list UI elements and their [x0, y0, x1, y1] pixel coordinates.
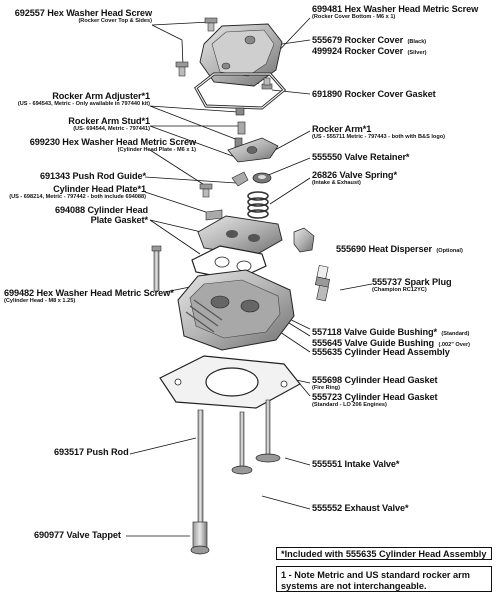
label-spark-plug: 555737 Spark Plug (Champion RC12YC) [372, 277, 452, 294]
label-cylinder-head-plate-gasket: 694088 Cylinder Head Plate Gasket* [55, 205, 149, 226]
label-main: 555698 Cylinder Head Gasket [312, 375, 438, 385]
label-cylinder-head-gasket-std: 555723 Cylinder Head Gasket (Standard - … [312, 392, 438, 409]
rocker-arm-small-part [231, 171, 249, 187]
rocker-cover-part [199, 23, 283, 87]
label-sub: (Standard - LO 206 Engines) [312, 402, 387, 409]
label-main: 557118 Valve Guide Bushing* [312, 327, 437, 337]
label-main: 555737 Spark Plug [372, 277, 452, 287]
label-main: 555645 Valve Guide Bushing [312, 338, 434, 348]
label-main: 699481 Hex Washer Head Metric Screw [312, 4, 479, 14]
label-main: 555635 Cylinder Head Assembly [312, 347, 450, 357]
label-main: Cylinder Head Plate*1 [53, 184, 146, 194]
label-sub: (Cylinder Head Plate - M6 x 1) [117, 147, 196, 154]
label-sub: (Standard) [441, 331, 470, 337]
rocker-cover-gasket-part [194, 72, 287, 110]
intake-valve-part [255, 399, 281, 463]
spark-plug-part [314, 264, 331, 302]
label-hex-screw-699481: 699481 Hex Washer Head Metric Screw (Roc… [312, 4, 479, 21]
label-exhaust-valve: 555552 Exhaust Valve* [312, 503, 409, 513]
label-push-rod: 693517 Push Rod [54, 447, 129, 457]
label-sub: (Rocker Cover Bottom - M6 x 1) [312, 14, 396, 21]
label-cylinder-head-assembly: 555635 Cylinder Head Assembly [312, 347, 450, 357]
label-sub: (US - 698214, Metric - 797442 - both inc… [9, 194, 146, 201]
label-main: 690977 Valve Tappet [34, 530, 121, 540]
label-sub: (Optional) [436, 248, 463, 254]
label-main: 555723 Cylinder Head Gasket [312, 392, 438, 402]
label-sub: (Rocker Cover Top & Sides) [78, 18, 152, 25]
push-rod-guide-part [205, 209, 223, 221]
label-heat-disperser: 555690 Heat Disperser (Optional) [336, 240, 463, 256]
label-sub: (US - 555711 Metric - 797443 - both with… [312, 134, 446, 141]
label-sub: (Black) [407, 39, 427, 45]
label-hex-screw-699230: 699230 Hex Washer Head Metric Screw (Cyl… [29, 137, 196, 154]
screw-699481-part [261, 77, 273, 90]
label-rocker-arm: Rocker Arm*1 (US - 555711 Metric - 79744… [312, 124, 446, 141]
label-sub: (Intake & Exhaust) [312, 180, 361, 187]
label-rocker-cover-gasket: 691890 Rocker Cover Gasket [312, 89, 436, 99]
label-main: Plate Gasket* [90, 215, 149, 226]
heat-disperser-part [293, 227, 315, 253]
label-main: 691890 Rocker Cover Gasket [312, 89, 436, 99]
label-main: 499924 Rocker Cover [312, 46, 404, 56]
screw-692557-part [175, 17, 218, 77]
label-valve-guide-bushing-std: 557118 Valve Guide Bushing* (Standard) [312, 323, 469, 339]
label-main: 555690 Heat Disperser [336, 244, 432, 254]
label-sub: (Champion RC12YC) [372, 287, 427, 294]
note-included: *Included with 555635 Cylinder Head Asse… [276, 547, 492, 560]
label-rocker-arm-adjuster: Rocker Arm Adjuster*1 (US - 694543, Metr… [17, 91, 150, 108]
label-valve-tappet: 690977 Valve Tappet [34, 530, 121, 540]
label-sub: (Silver) [407, 50, 427, 56]
rocker-arm-part [227, 137, 279, 163]
label-valve-spring: 26826 Valve Spring* (Intake & Exhaust) [312, 170, 397, 187]
label-cylinder-head-gasket-fire: 555698 Cylinder Head Gasket (Fire Ring) [312, 375, 438, 392]
rocker-adjuster-stud-parts [234, 107, 246, 149]
label-sub: (.002" Over) [438, 342, 471, 348]
label-main: 692557 Hex Washer Head Screw [14, 8, 152, 18]
label-valve-retainer: 555550 Valve Retainer* [312, 152, 410, 162]
cylinder-head-assembly-part [177, 269, 295, 351]
screw-699482-part [151, 245, 162, 292]
label-main: Rocker Arm Adjuster*1 [52, 91, 150, 101]
label-main: 699230 Hex Washer Head Metric Screw [29, 137, 196, 147]
label-rocker-cover-555679: 555679 Rocker Cover (Black) [312, 31, 426, 47]
screw-699230-part [199, 183, 213, 198]
label-hex-screw-699482: 699482 Hex Washer Head Metric Screw* (Cy… [4, 288, 174, 305]
label-sub: (Fire Ring) [312, 385, 340, 392]
label-main: 555552 Exhaust Valve* [312, 503, 409, 513]
label-main: Rocker Arm*1 [312, 124, 372, 134]
label-main: 26826 Valve Spring* [312, 170, 397, 180]
label-main: 693517 Push Rod [54, 447, 129, 457]
label-intake-valve: 555551 Intake Valve* [312, 459, 400, 469]
valve-tappet-part [190, 521, 210, 555]
label-sub: (US- 694544, Metric - 797441) [73, 126, 150, 133]
label-sub: (Cylinder Head - M8 x 1.25) [4, 298, 76, 305]
valve-spring-part [247, 191, 269, 219]
label-main: 691343 Push Rod Guide* [39, 171, 146, 181]
label-main: 694088 Cylinder Head [55, 205, 148, 215]
cylinder-head-gasket-part [159, 355, 301, 409]
exhaust-valve-part [231, 411, 253, 475]
label-rocker-arm-stud: Rocker Arm Stud*1 (US- 694544, Metric - … [68, 116, 150, 133]
note-footnote: 1 - Note Metric and US standard rocker a… [276, 566, 492, 592]
label-main: 555551 Intake Valve* [312, 459, 400, 469]
label-main: Rocker Arm Stud*1 [68, 116, 150, 126]
label-main: 555679 Rocker Cover [312, 35, 404, 45]
label-hex-screw-692557: 692557 Hex Washer Head Screw (Rocker Cov… [14, 8, 152, 25]
label-cylinder-head-plate: Cylinder Head Plate*1 (US - 698214, Metr… [9, 184, 146, 201]
label-rocker-cover-499924: 499924 Rocker Cover (Silver) [312, 42, 426, 58]
push-rod-part [197, 409, 204, 541]
valve-retainer-part [252, 172, 272, 184]
label-valve-guide-bushing-over: 555645 Valve Guide Bushing (.002" Over) [312, 334, 470, 350]
label-main: 555550 Valve Retainer* [312, 152, 410, 162]
label-push-rod-guide: 691343 Push Rod Guide* [39, 171, 146, 181]
label-main: 699482 Hex Washer Head Metric Screw* [4, 288, 174, 298]
label-sub: (US - 694543, Metric - Only available in… [17, 101, 150, 108]
